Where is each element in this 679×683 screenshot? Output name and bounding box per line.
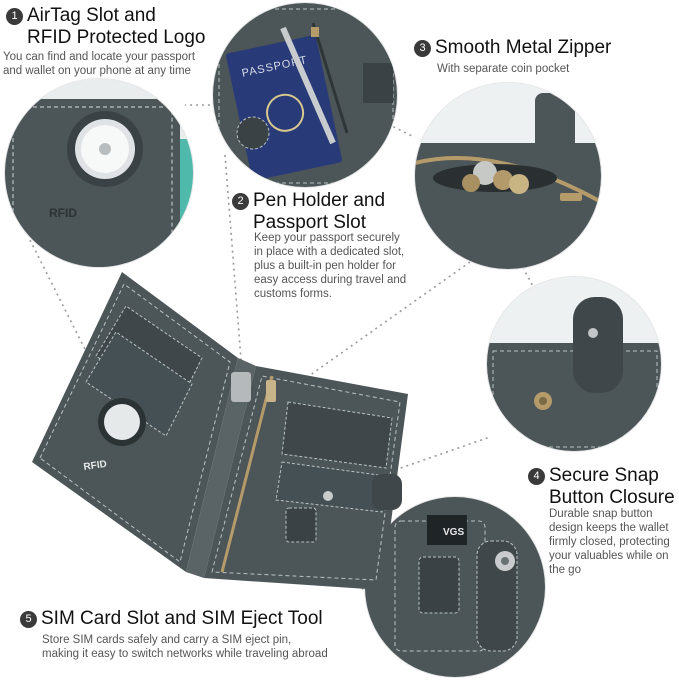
feature-1-number: 1 bbox=[6, 8, 23, 25]
feature-3-title-text: Smooth Metal Zipper bbox=[435, 37, 612, 58]
feature-2-desc-line4: easy access during travel and bbox=[254, 274, 407, 286]
wallet-zipper bbox=[220, 375, 274, 573]
pen-image bbox=[280, 26, 336, 145]
feature-4-desc-line1: Durable snap button bbox=[549, 508, 653, 520]
feature-3-number: 3 bbox=[414, 40, 431, 57]
sim-brand-imprint: VGS bbox=[443, 527, 464, 538]
apple-logo-icon bbox=[99, 143, 111, 155]
feature-2-desc: Keep your passport securely in place wit… bbox=[254, 231, 406, 301]
feature-1-title-line2: RFID Protected Logo bbox=[27, 27, 206, 48]
coin-pocket-circle bbox=[414, 82, 602, 270]
feature-1-desc: You can find and locate your passport an… bbox=[3, 50, 195, 78]
feature-5-number: 5 bbox=[20, 611, 37, 628]
airtag-closeup-image: RFID bbox=[5, 79, 193, 267]
feature-2-title-line2: Passport Slot bbox=[253, 212, 366, 233]
sim-card bbox=[427, 515, 467, 545]
feature-1-desc-line2: and wallet on your phone at any time bbox=[3, 65, 191, 77]
wallet-sim-pin bbox=[323, 491, 333, 501]
feature-4-number: 4 bbox=[528, 468, 545, 485]
feature-4-desc-line5: the go bbox=[549, 564, 581, 576]
airtag-slot bbox=[104, 404, 140, 440]
open-wallet-main: RFID bbox=[26, 272, 416, 592]
wallet-rfid-imprint: RFID bbox=[83, 459, 108, 473]
wallet-snap-tab bbox=[372, 474, 402, 510]
feature-2-number: 2 bbox=[232, 193, 249, 210]
card-slots-right bbox=[281, 401, 393, 469]
passport-closeup-circle: PASSPORT bbox=[212, 2, 398, 188]
sim-slot-circle: VGS bbox=[364, 496, 546, 678]
sim-slot-image: VGS bbox=[365, 497, 545, 677]
feature-2-desc-line2: in place with a dedicated slot, bbox=[254, 246, 405, 258]
feature-2-desc-line3: plus a built-in pen holder for bbox=[254, 260, 396, 272]
feature-4-desc-line2: design keeps the wallet bbox=[549, 522, 669, 534]
feature-4-desc-line3: firmly closed, protecting bbox=[549, 536, 670, 548]
feature-4-desc: Durable snap button design keeps the wal… bbox=[549, 507, 670, 577]
pen-clip bbox=[231, 372, 251, 402]
coin-pocket-image bbox=[415, 83, 601, 269]
passport-closeup-image: PASSPORT bbox=[213, 3, 397, 187]
snap-button-circle bbox=[486, 276, 662, 452]
metal-zipper bbox=[415, 156, 601, 205]
feature-4-title-line2: Button Closure bbox=[549, 487, 675, 508]
feature-2-title-line1: Pen Holder and bbox=[253, 190, 386, 211]
feature-4-desc-line4: your valuables while on bbox=[549, 550, 669, 562]
zipper-pull bbox=[560, 193, 582, 201]
feature-2-desc-line5: customs forms. bbox=[254, 288, 332, 300]
feature-2-desc-line1: Keep your passport securely bbox=[254, 232, 400, 244]
leader-feature3 bbox=[387, 123, 413, 137]
wallet-sim-slot bbox=[285, 507, 317, 543]
feature-1-title-line1: AirTag Slot and bbox=[27, 5, 156, 26]
feature-5-title-text: SIM Card Slot and SIM Eject Tool bbox=[41, 608, 323, 629]
airtag-closeup-circle: RFID bbox=[4, 78, 194, 268]
feature-5-desc: Store SIM cards safely and carry a SIM e… bbox=[42, 633, 328, 661]
snap-button-image bbox=[487, 277, 661, 451]
snap-strap bbox=[573, 297, 623, 393]
leader-pen bbox=[224, 154, 244, 386]
feature-5-desc-line2: making it easy to switch networks while … bbox=[42, 648, 328, 660]
feature-1-desc-line1: You can find and locate your passport bbox=[3, 51, 196, 63]
wallet-zipper-pull bbox=[266, 380, 276, 402]
feature-5-desc-line1: Store SIM cards safely and carry a SIM e… bbox=[42, 634, 292, 646]
open-wallet-image: RFID bbox=[32, 272, 408, 590]
rfid-imprint: RFID bbox=[49, 206, 77, 220]
sim-card-icon bbox=[418, 556, 460, 614]
feature-4-title-line1: Secure Snap bbox=[549, 465, 659, 486]
feature-3-desc: With separate coin pocket bbox=[437, 63, 570, 75]
